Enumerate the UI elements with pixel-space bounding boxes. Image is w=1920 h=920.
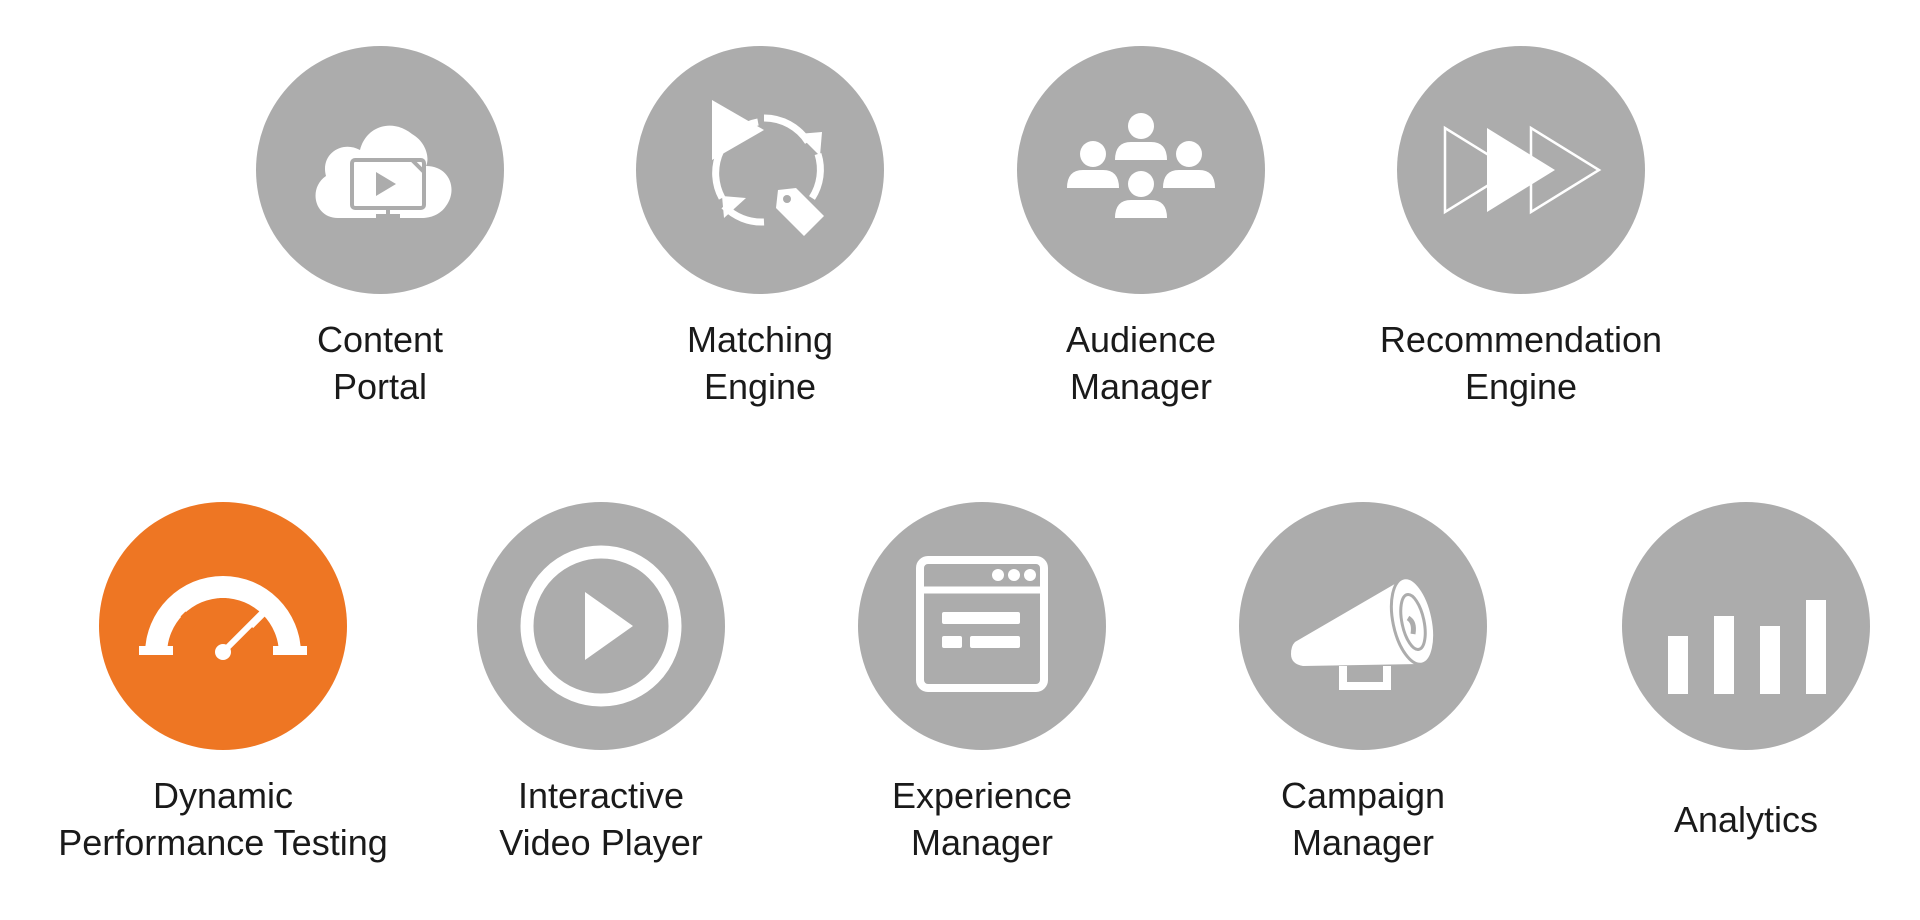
module-dynamic-performance-testing[interactable]: Dynamic Performance Testing	[23, 502, 423, 866]
label-line: Dynamic	[152, 775, 294, 816]
megaphone-icon	[1291, 576, 1437, 690]
label-line: Audience	[1065, 319, 1217, 360]
play-circle-icon	[520, 545, 682, 707]
module-matching-engine[interactable]: Matching Engine	[560, 46, 960, 410]
module-label: Analytics	[1546, 796, 1920, 843]
label-line: Recommendation	[1379, 319, 1663, 360]
label-line: Engine	[703, 366, 817, 407]
label-line: Engine	[1464, 366, 1578, 407]
bar-chart-icon	[1668, 600, 1826, 694]
module-circle[interactable]	[256, 46, 504, 294]
label-line: Campaign	[1280, 775, 1446, 816]
module-label: Campaign Manager	[1163, 772, 1563, 866]
label-line: Matching	[686, 319, 834, 360]
label-line: Manager	[1291, 822, 1435, 863]
label-line: Video Player	[499, 822, 703, 863]
module-circle[interactable]	[477, 502, 725, 750]
module-circle[interactable]	[1622, 502, 1870, 750]
module-label: Audience Manager	[941, 316, 1341, 410]
label-line: Manager	[1069, 366, 1213, 407]
module-label: Experience Manager	[782, 772, 1182, 866]
module-label: Content Portal	[180, 316, 580, 410]
fast-forward-icon	[1443, 125, 1602, 215]
module-circle[interactable]	[636, 46, 884, 294]
module-audience-manager[interactable]: Audience Manager	[941, 46, 1341, 410]
module-label: Matching Engine	[560, 316, 960, 410]
cloud-video-icon	[315, 125, 452, 218]
label-line: Portal	[332, 366, 428, 407]
browser-window-icon	[916, 556, 1048, 692]
module-recommendation-engine[interactable]: Recommendation Engine	[1321, 46, 1721, 410]
module-label: Recommendation Engine	[1321, 316, 1721, 410]
label-line: Experience	[891, 775, 1073, 816]
module-interactive-video-player[interactable]: Interactive Video Player	[401, 502, 801, 866]
module-circle[interactable]	[1397, 46, 1645, 294]
module-content-portal[interactable]: Content Portal	[180, 46, 580, 410]
refresh-tag-icon	[712, 100, 824, 236]
module-label: Dynamic Performance Testing	[23, 772, 423, 866]
module-campaign-manager[interactable]: Campaign Manager	[1163, 502, 1563, 866]
label-line: Analytics	[1673, 799, 1819, 840]
module-circle[interactable]	[1017, 46, 1265, 294]
label-line: Content	[316, 319, 444, 360]
label-line: Performance Testing	[58, 822, 388, 863]
module-circle[interactable]	[1239, 502, 1487, 750]
people-group-icon	[1067, 113, 1215, 218]
label-line: Manager	[910, 822, 1054, 863]
module-circle[interactable]	[858, 502, 1106, 750]
module-circle[interactable]	[99, 502, 347, 750]
module-experience-manager[interactable]: Experience Manager	[782, 502, 1182, 866]
speedometer-icon	[139, 576, 307, 660]
label-line: Interactive	[517, 775, 685, 816]
module-label: Interactive Video Player	[401, 772, 801, 866]
module-analytics[interactable]: Analytics	[1546, 502, 1920, 843]
